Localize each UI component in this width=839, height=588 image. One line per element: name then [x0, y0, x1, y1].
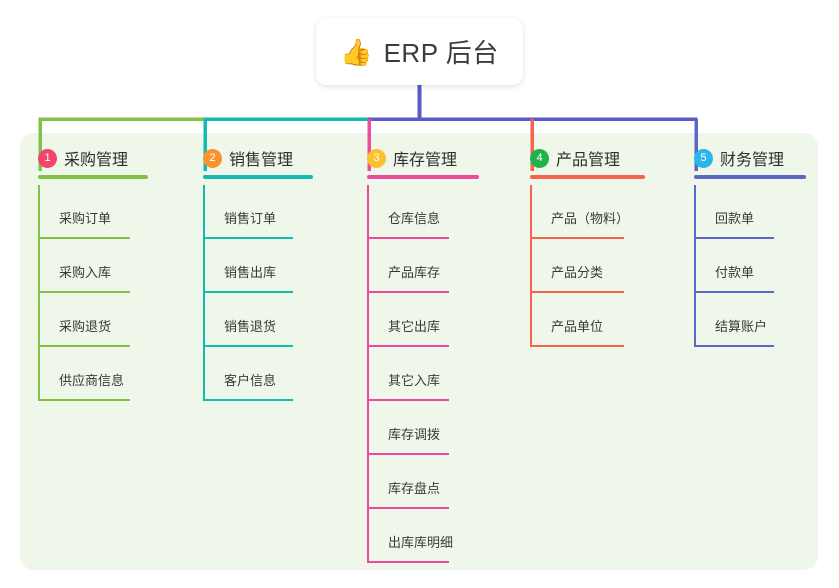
- column-4: 4 产品管理产品（物料） 产品分类产品单位: [530, 145, 645, 347]
- leaf-rule: [696, 345, 774, 347]
- column-1: 1 采购管理采购订单采购入库采购退货供应商信息: [38, 145, 148, 401]
- leaf-rule: [205, 345, 293, 347]
- leaf-rule: [40, 399, 130, 401]
- leaf-spine: [38, 239, 40, 293]
- root-node[interactable]: 👍 ERP 后台: [316, 18, 523, 85]
- leaf-rule: [532, 345, 624, 347]
- column-title: 产品管理: [556, 152, 621, 169]
- column-header-rule: [367, 175, 479, 179]
- leaf-spine: [367, 401, 369, 455]
- leaf-spine: [367, 347, 369, 401]
- leaf-spine: [694, 293, 696, 347]
- column-title: 采购管理: [64, 152, 129, 169]
- leaf-rule: [369, 237, 449, 239]
- leaf-spine: [203, 347, 205, 401]
- leaf-label: 供应商信息: [59, 373, 125, 388]
- leaf-rule: [532, 237, 624, 239]
- leaf-rule: [205, 399, 293, 401]
- leaf-spine: [38, 293, 40, 347]
- column-title: 库存管理: [393, 152, 458, 169]
- thumbs-up-icon: 👍: [340, 36, 373, 67]
- leaf-label: 销售订单: [224, 211, 277, 226]
- leaf-spine: [203, 293, 205, 347]
- leaf-spine: [367, 185, 369, 239]
- leaf-rule: [40, 237, 130, 239]
- leaf-spine: [367, 293, 369, 347]
- leaf-label: 产品分类: [551, 265, 604, 280]
- leaf-label: 产品库存: [388, 265, 441, 280]
- column-header-1[interactable]: 1 采购管理: [38, 145, 128, 171]
- leaf-rule: [369, 561, 449, 563]
- leaf-rule: [369, 291, 449, 293]
- leaf-rule: [532, 291, 624, 293]
- leaf-label: 销售退货: [224, 319, 277, 334]
- leaf-spine: [38, 185, 40, 239]
- leaf-spine: [38, 347, 40, 401]
- leaf-label: 采购入库: [59, 265, 112, 280]
- leaf-label: 结算账户: [715, 319, 768, 334]
- leaf-label: 其它入库: [388, 373, 441, 388]
- column-number-badge: 2: [203, 148, 222, 168]
- leaf-label: 采购退货: [59, 319, 112, 334]
- column-number-badge: 5: [694, 148, 713, 168]
- column-header-rule: [203, 175, 313, 179]
- column-5: 5 财务管理回款单付款单结算账户: [694, 145, 806, 347]
- leaf-label: 回款单: [715, 211, 755, 226]
- leaf-label: 库存调拨: [388, 427, 441, 442]
- column-number-badge: 1: [38, 148, 57, 168]
- column-header-2[interactable]: 2 销售管理: [203, 145, 293, 171]
- leaf-spine: [530, 239, 532, 293]
- leaf-rule: [205, 291, 293, 293]
- diagram-panel: [20, 133, 818, 570]
- leaf-rule: [696, 237, 774, 239]
- column-header-4[interactable]: 4 产品管理: [530, 145, 620, 171]
- leaf-label: 产品（物料）: [551, 211, 630, 226]
- column-number-badge: 3: [367, 148, 386, 168]
- leaf-label: 客户信息: [224, 373, 277, 388]
- leaf-label: 库存盘点: [388, 481, 441, 496]
- leaf-label: 付款单: [715, 265, 755, 280]
- column-header-rule: [530, 175, 645, 179]
- leaf-rule: [40, 345, 130, 347]
- leaf-label: 其它出库: [388, 319, 441, 334]
- leaf-spine: [367, 239, 369, 293]
- leaf-spine: [694, 185, 696, 239]
- leaf-label: 出库库明细: [388, 535, 454, 550]
- leaf-rule: [369, 399, 449, 401]
- leaf-rule: [369, 453, 449, 455]
- leaf-spine: [367, 509, 369, 563]
- leaf-spine: [203, 185, 205, 239]
- leaf-label: 仓库信息: [388, 211, 441, 226]
- leaf-rule: [369, 507, 449, 509]
- column-2: 2 销售管理销售订单销售出库销售退货客户信息: [203, 145, 313, 401]
- column-header-3[interactable]: 3 库存管理: [367, 145, 457, 171]
- column-header-5[interactable]: 5 财务管理: [694, 145, 784, 171]
- leaf-rule: [205, 237, 293, 239]
- column-number-badge: 4: [530, 148, 549, 168]
- leaf-label: 产品单位: [551, 319, 604, 334]
- column-header-rule: [694, 175, 806, 179]
- root-title: ERP 后台: [383, 38, 499, 68]
- column-title: 财务管理: [720, 152, 785, 169]
- leaf-rule: [369, 345, 449, 347]
- leaf-rule: [696, 291, 774, 293]
- leaf-spine: [694, 239, 696, 293]
- leaf-spine: [530, 293, 532, 347]
- leaf-label: 销售出库: [224, 265, 277, 280]
- column-3: 3 库存管理仓库信息产品库存其它出库其它入库库存调拨库存盘点出库库明细: [367, 145, 479, 563]
- leaf-spine: [203, 239, 205, 293]
- column-header-rule: [38, 175, 148, 179]
- column-title: 销售管理: [229, 152, 294, 169]
- leaf-label: 采购订单: [59, 211, 112, 226]
- leaf-spine: [530, 185, 532, 239]
- leaf-rule: [40, 291, 130, 293]
- leaf-spine: [367, 455, 369, 509]
